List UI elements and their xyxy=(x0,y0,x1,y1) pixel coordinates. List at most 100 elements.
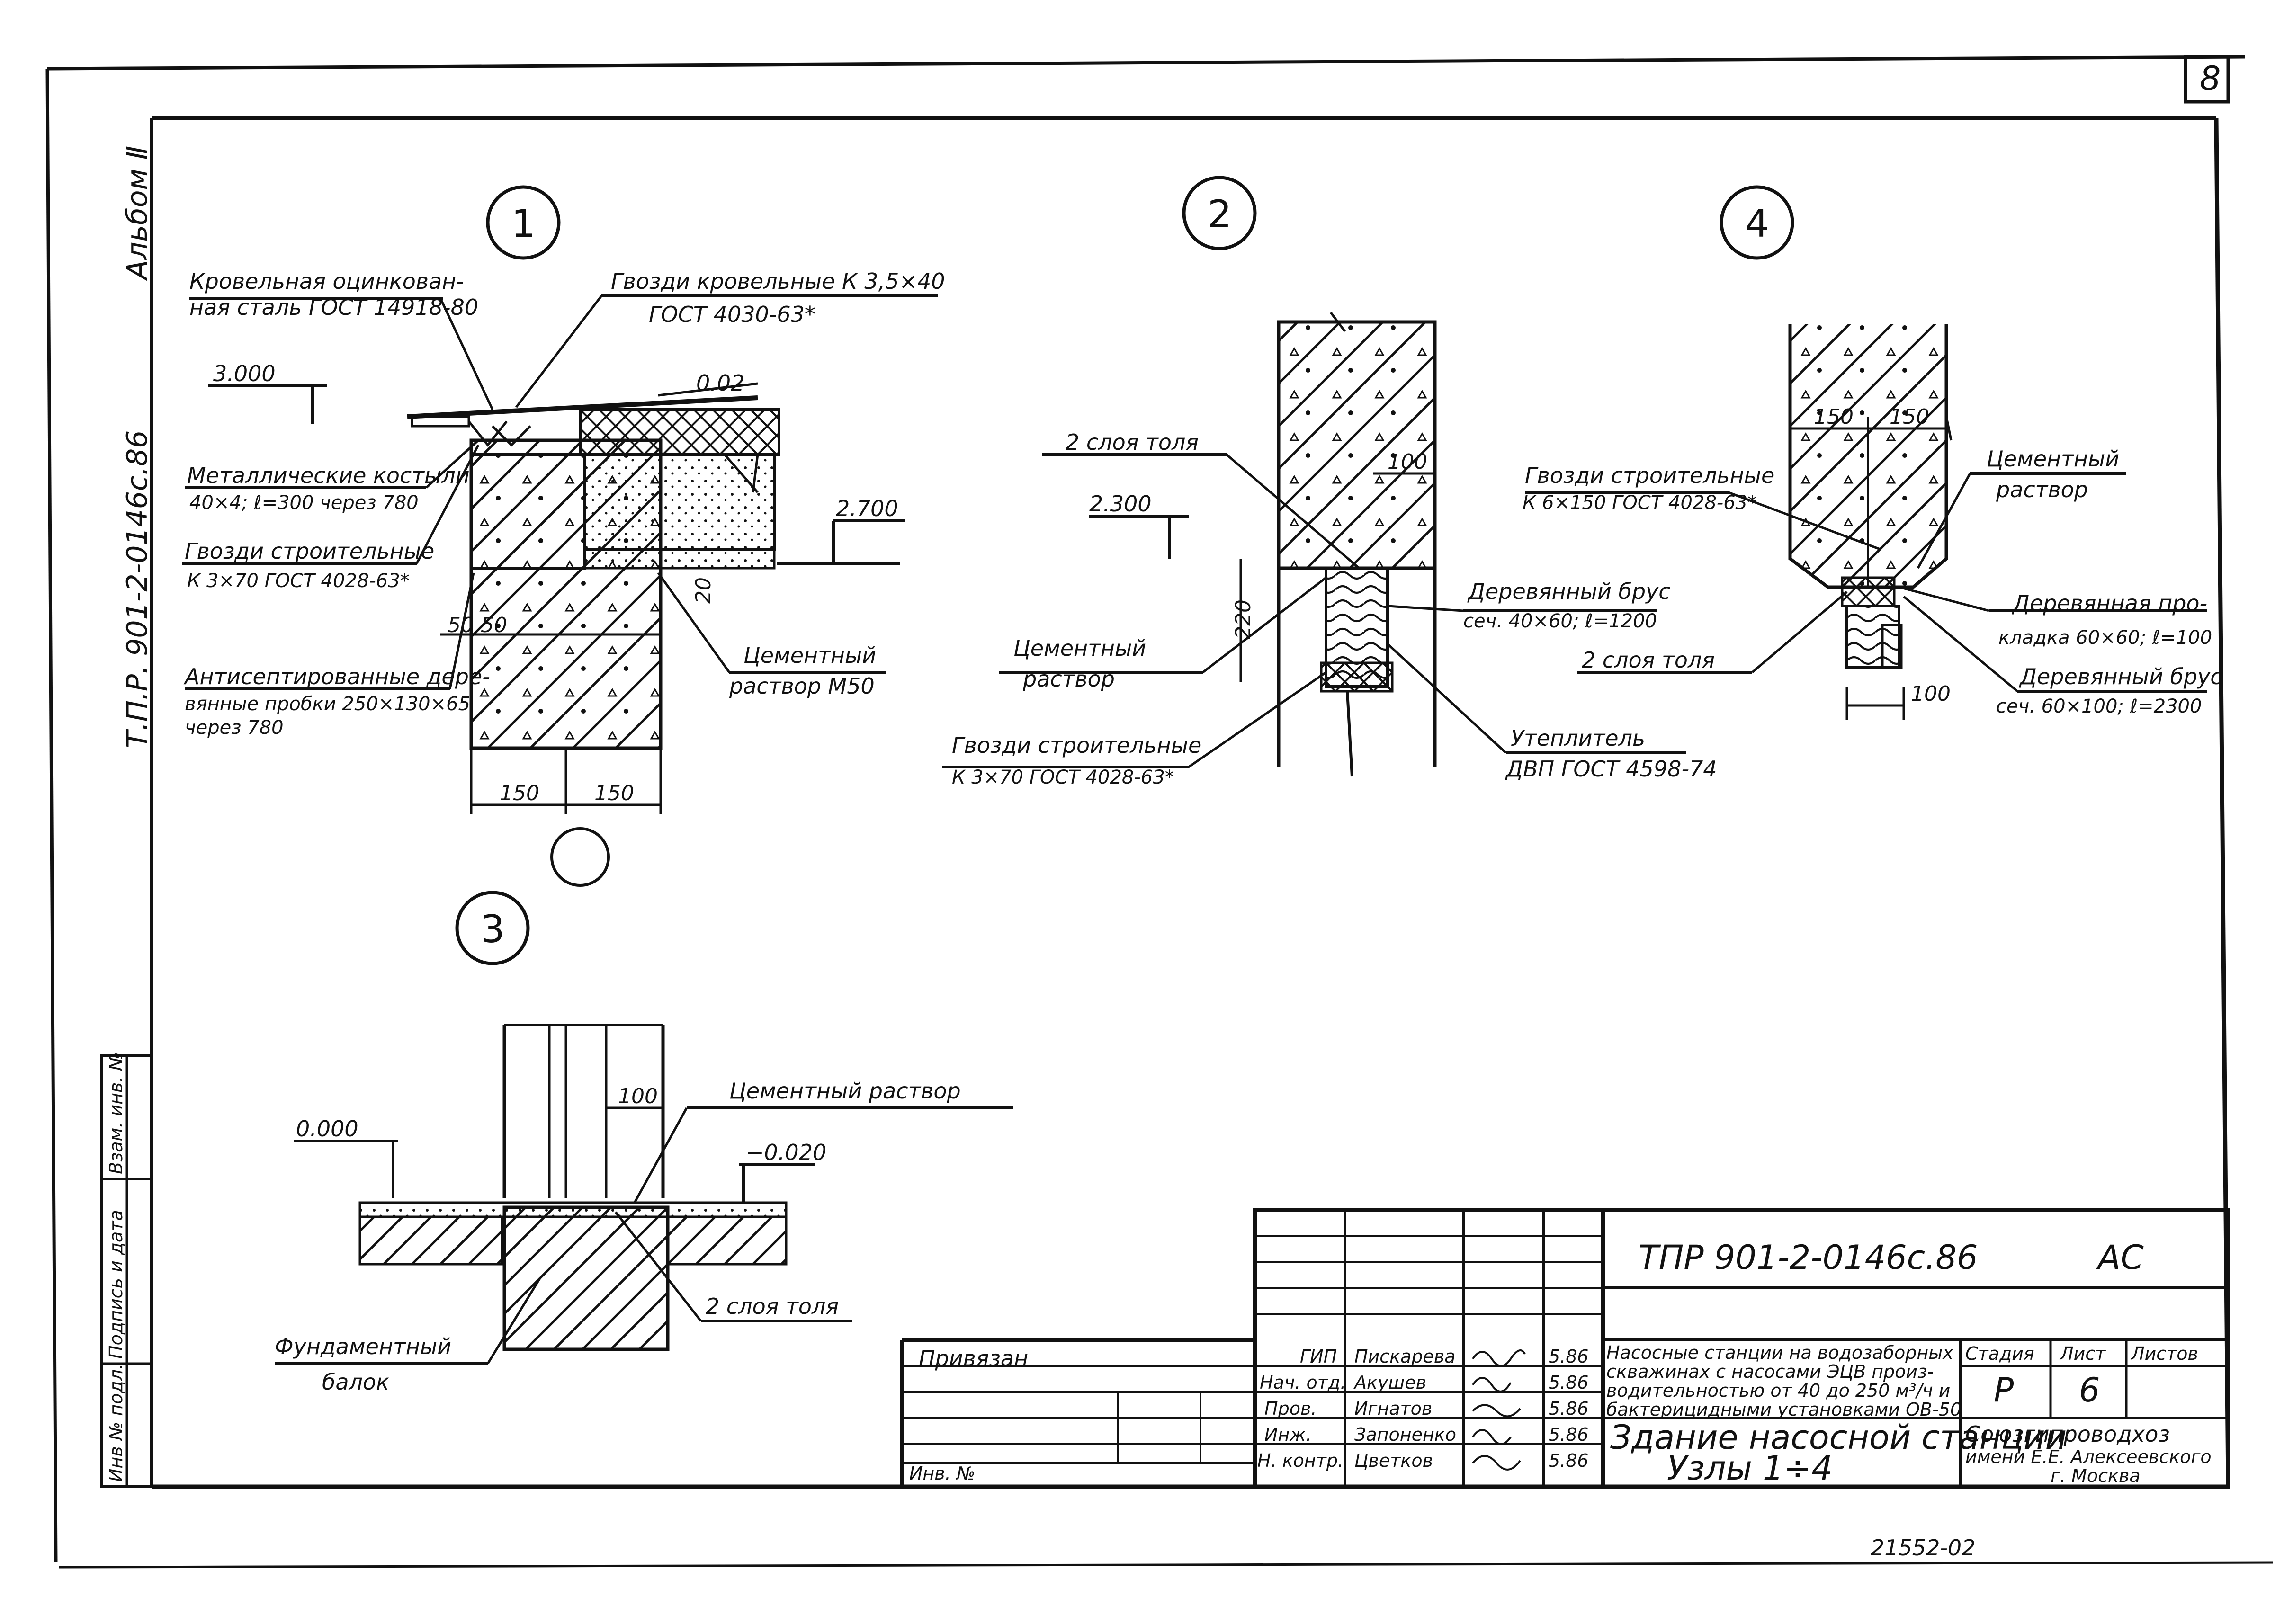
svg-text:скважинах с насосами ЭЦВ произ: скважинах с насосами ЭЦВ произ- xyxy=(1606,1361,1934,1382)
svg-text:вянные пробки 250×130×65: вянные пробки 250×130×65 xyxy=(185,693,470,715)
svg-text:5.86: 5.86 xyxy=(1549,1424,1589,1445)
svg-text:1: 1 xyxy=(511,202,536,246)
svg-text:балок: балок xyxy=(322,1369,389,1395)
svg-text:Запоненко: Запоненко xyxy=(1354,1424,1456,1445)
svg-text:Антисептированные дере-: Антисептированные дере- xyxy=(183,664,490,689)
svg-text:Деревянная про-: Деревянная про- xyxy=(2012,590,2207,616)
svg-text:2 слоя толя: 2 слоя толя xyxy=(1582,647,1715,673)
svg-text:АС: АС xyxy=(2096,1238,2144,1277)
svg-text:Деревянный брус: Деревянный брус xyxy=(2019,664,2222,689)
svg-text:Акушев: Акушев xyxy=(1353,1372,1426,1393)
svg-text:5.86: 5.86 xyxy=(1549,1346,1589,1367)
svg-text:через 780: через 780 xyxy=(185,717,284,739)
svg-text:150: 150 xyxy=(1890,405,1929,429)
svg-text:Цветков: Цветков xyxy=(1354,1450,1433,1471)
svg-text:Деревянный брус: Деревянный брус xyxy=(1467,579,1671,604)
svg-text:раствор: раствор xyxy=(1996,477,2088,502)
node-1-marker xyxy=(486,185,561,260)
svg-text:100: 100 xyxy=(618,1084,658,1108)
signature-1 xyxy=(1472,1349,1526,1367)
svg-text:ная сталь ГОСТ 14918-80: ная сталь ГОСТ 14918-80 xyxy=(189,294,478,320)
project-code-side: Т.П.Р. 901-2-0146с.86 xyxy=(121,430,154,748)
svg-text:150: 150 xyxy=(594,781,634,805)
svg-text:2.300: 2.300 xyxy=(1089,491,1152,517)
title-block: ТПР 901-2-0146с.86 АС Привязан Инв. № ГИ… xyxy=(900,1208,2230,1489)
svg-text:Утеплитель: Утеплитель xyxy=(1511,725,1645,751)
svg-text:Инв № подл.: Инв № подл. xyxy=(106,1364,126,1482)
svg-text:сеч. 40×60; ℓ=1200: сеч. 40×60; ℓ=1200 xyxy=(1463,610,1657,632)
album-label: Альбом Ⅱ xyxy=(121,146,154,281)
svg-text:Пров.: Пров. xyxy=(1264,1398,1317,1419)
svg-text:ГОСТ 4030-63*: ГОСТ 4030-63* xyxy=(649,302,815,327)
svg-text:Стадия: Стадия xyxy=(1965,1343,2034,1364)
svg-text:Т.П.Р. 901-2-0146с.86: Т.П.Р. 901-2-0146с.86 xyxy=(121,430,154,748)
svg-text:5.86: 5.86 xyxy=(1549,1450,1589,1471)
svg-text:Игнатов: Игнатов xyxy=(1354,1398,1432,1419)
svg-text:К 3×70 ГОСТ 4028-63*: К 3×70 ГОСТ 4028-63* xyxy=(952,767,1174,788)
archive-number: 21552-02 xyxy=(1871,1535,1975,1561)
svg-text:Гвозди строительные: Гвозди строительные xyxy=(185,538,434,564)
svg-text:имени Е.Е. Алексеевского: имени Е.Е. Алексеевского xyxy=(1965,1446,2212,1467)
svg-text:4: 4 xyxy=(1745,202,1769,246)
svg-text:Союзгипроводхоз: Союзгипроводхоз xyxy=(1965,1421,2170,1447)
svg-text:Гвозди строительные: Гвозди строительные xyxy=(1525,463,1774,488)
svg-text:3.000: 3.000 xyxy=(213,361,276,386)
node-3-marker xyxy=(455,891,530,965)
svg-text:100: 100 xyxy=(1911,682,1951,706)
node-2-marker xyxy=(1182,176,1257,250)
svg-text:Металлические костыли: Металлические костыли xyxy=(187,463,470,488)
svg-text:Фундаментный: Фундаментный xyxy=(275,1334,451,1359)
svg-text:220: 220 xyxy=(1231,599,1255,639)
node-2: 2 100 220 2.300 2 слоя толя Цементный ра… xyxy=(942,176,1717,788)
svg-text:ТПР 901-2-0146с.86: ТПР 901-2-0146с.86 xyxy=(1639,1238,1978,1277)
svg-text:Р: Р xyxy=(1994,1371,2014,1410)
svg-text:Цементный: Цементный xyxy=(1013,635,1146,661)
svg-text:Нач. отд.: Нач. отд. xyxy=(1260,1372,1346,1393)
svg-text:раствор М50: раствор М50 xyxy=(729,673,875,699)
svg-text:40×4; ℓ=300 через 780: 40×4; ℓ=300 через 780 xyxy=(189,492,419,514)
node-2-wall xyxy=(1277,320,1437,570)
svg-text:раствор: раствор xyxy=(1022,666,1115,692)
svg-text:150: 150 xyxy=(1814,405,1854,429)
staff-rows: ГИП Пискарева 5.86 Нач. отд. Акушев 5.86… xyxy=(1257,1346,1589,1471)
svg-text:Узлы 1÷4: Узлы 1÷4 xyxy=(1667,1449,1833,1488)
signature-2 xyxy=(1472,1377,1512,1392)
svg-text:ДВП ГОСТ 4598-74: ДВП ГОСТ 4598-74 xyxy=(1505,756,1717,782)
svg-text:5.86: 5.86 xyxy=(1549,1398,1589,1419)
svg-text:Подпись и дата: Подпись и дата xyxy=(106,1210,126,1359)
node-4-marker xyxy=(1720,185,1794,260)
svg-text:2 слоя толя: 2 слоя толя xyxy=(706,1294,839,1319)
svg-text:г. Москва: г. Москва xyxy=(2051,1465,2141,1486)
side-stamp-strip: Инв № подл. Подпись и дата Взам. инв. № xyxy=(100,1052,153,1488)
svg-text:150: 150 xyxy=(500,781,539,805)
svg-text:0.000: 0.000 xyxy=(296,1116,358,1142)
svg-text:50: 50 xyxy=(481,613,507,637)
svg-text:100: 100 xyxy=(1388,450,1427,474)
svg-text:Листов: Листов xyxy=(2130,1343,2198,1364)
signature-5 xyxy=(1472,1455,1521,1471)
svg-text:Н. контр.: Н. контр. xyxy=(1257,1450,1344,1471)
svg-text:Пискарева: Пискарева xyxy=(1354,1346,1456,1367)
svg-text:Инв. №: Инв. № xyxy=(909,1463,975,1484)
signature-3 xyxy=(1472,1404,1521,1418)
foundation-beam xyxy=(502,1205,670,1351)
svg-text:Привязан: Привязан xyxy=(919,1346,1028,1371)
svg-text:ГИП: ГИП xyxy=(1300,1346,1337,1367)
svg-text:6: 6 xyxy=(2079,1371,2100,1410)
sheet-frame xyxy=(45,55,2274,1569)
node-4: 4 150 150 Цементный раствор Гвозди строи… xyxy=(1523,185,2222,720)
svg-text:бактерицидными установками ОВ-: бактерицидными установками ОВ-50 xyxy=(1606,1399,1962,1420)
svg-text:2.700: 2.700 xyxy=(836,496,898,521)
svg-text:Насосные станции на водозаборн: Насосные станции на водозаборных xyxy=(1606,1342,1953,1363)
svg-text:водительностью от 40 до 250 м³: водительностью от 40 до 250 м³/ч и xyxy=(1606,1380,1950,1401)
svg-text:К 6×150 ГОСТ 4028-63*: К 6×150 ГОСТ 4028-63* xyxy=(1523,492,1757,514)
svg-text:0.02: 0.02 xyxy=(696,370,744,396)
svg-text:сеч. 60×100; ℓ=2300: сеч. 60×100; ℓ=2300 xyxy=(1996,696,2202,717)
sheet-number: 8 xyxy=(2200,59,2221,98)
svg-text:20: 20 xyxy=(691,577,716,604)
svg-text:Гвозди строительные: Гвозди строительные xyxy=(952,732,1201,758)
svg-text:Цементный: Цементный xyxy=(1987,446,2119,472)
node-1: 1 150 150 50 50 20 3.000 2. xyxy=(182,185,945,887)
